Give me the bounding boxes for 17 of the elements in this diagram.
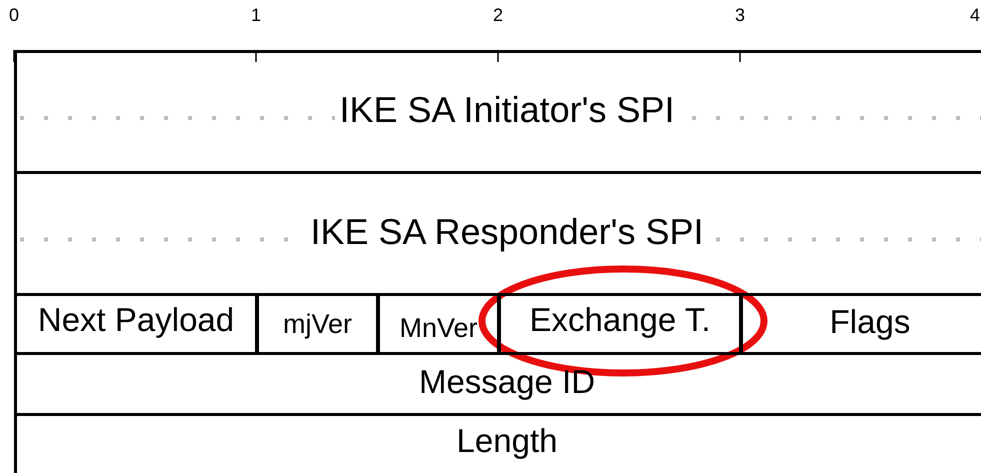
field-name: Flags bbox=[830, 304, 910, 340]
header-field bbox=[14, 293, 258, 355]
bit-ruler-number: 4 bbox=[970, 6, 980, 24]
header-field bbox=[256, 293, 379, 355]
field-name: Message ID bbox=[418, 364, 596, 400]
bit-ruler-number: 2 bbox=[493, 6, 503, 24]
header-field bbox=[498, 293, 742, 355]
header-field bbox=[14, 50, 981, 174]
field-name: MnVer bbox=[399, 314, 478, 342]
header-field bbox=[377, 293, 500, 355]
field-name: mjVer bbox=[282, 310, 352, 338]
bit-ruler-number: 3 bbox=[735, 6, 745, 24]
field-name: Exchange T. bbox=[529, 302, 711, 338]
field-name: Length bbox=[456, 424, 558, 459]
field-name: Next Payload bbox=[38, 302, 234, 338]
bit-ruler-number: 0 bbox=[9, 6, 19, 24]
bit-ruler-number: 1 bbox=[251, 6, 261, 24]
